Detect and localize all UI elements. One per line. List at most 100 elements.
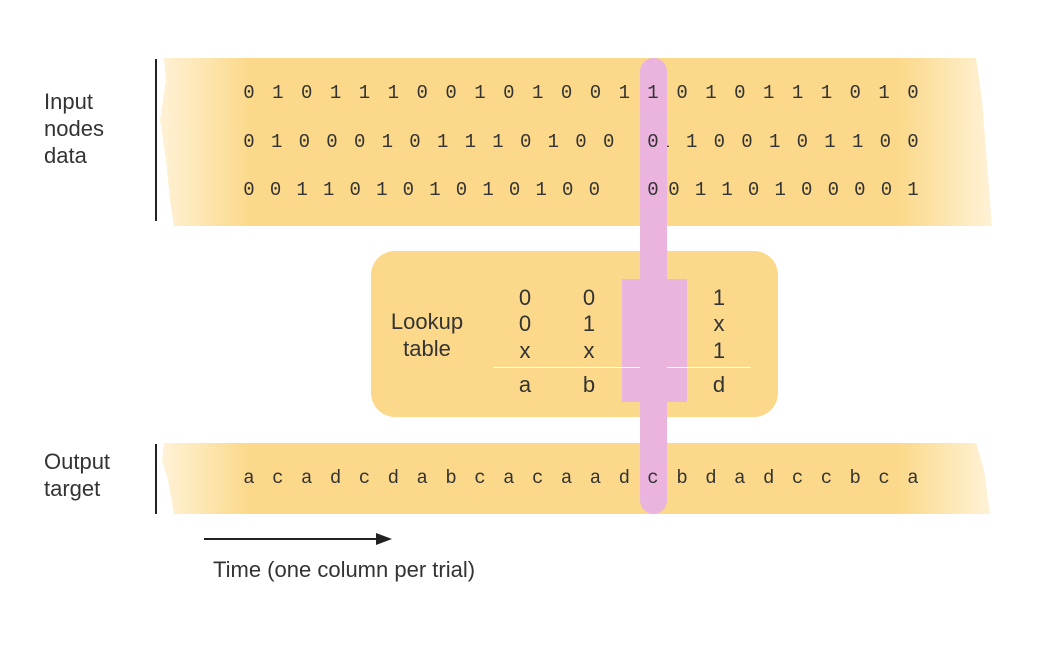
value-cell: 1	[721, 179, 733, 201]
value-cell: 1	[907, 179, 919, 201]
lookup-label-line: table	[403, 336, 451, 361]
value-cell: 1	[358, 82, 371, 104]
current-trial-highlight	[640, 58, 667, 514]
output-label-line: target	[44, 476, 101, 501]
value-cell: 0	[741, 131, 753, 153]
value-cell: d	[705, 467, 717, 489]
value-cell: a	[503, 467, 515, 489]
value-cell: 1	[272, 82, 284, 104]
value-cell: 1	[878, 82, 890, 104]
value-cell: 0	[301, 82, 313, 104]
lookup-input-cell: 1	[582, 311, 596, 336]
lookup-table-label: Lookup table	[379, 308, 475, 362]
value-cell: 0	[589, 82, 602, 104]
value-cell: 1	[685, 131, 698, 153]
value-cell: 0	[713, 131, 726, 153]
value-cell: 0	[455, 179, 468, 201]
value-cell: a	[416, 467, 428, 489]
value-cell: 0	[676, 82, 688, 104]
lookup-input-cell: 0	[518, 285, 532, 310]
output-band	[162, 443, 990, 514]
value-cell: a	[589, 467, 602, 489]
value-cell: 0	[854, 179, 866, 201]
value-cell: 0	[402, 179, 415, 201]
value-cell: 0	[801, 179, 813, 201]
value-cell: 1	[322, 179, 335, 201]
highlighted-value-cell: c	[647, 467, 659, 489]
value-cell: 0	[326, 131, 338, 153]
value-cell: a	[734, 467, 746, 489]
value-cell: 1	[694, 179, 707, 201]
value-cell: 0	[602, 131, 615, 153]
value-cell: 0	[353, 131, 366, 153]
value-cell: 1	[791, 82, 804, 104]
value-cell: 1	[531, 82, 544, 104]
value-cell: 0	[445, 82, 457, 104]
highlighted-value-cell: 1	[647, 82, 659, 104]
value-cell: 1	[270, 131, 283, 153]
value-cell: 1	[774, 179, 786, 201]
lookup-input-cell: 0	[518, 311, 532, 336]
value-cell: 1	[492, 131, 504, 153]
value-cell: c	[358, 467, 371, 489]
lookup-input-cell: x	[519, 338, 531, 363]
value-cell: 1	[381, 131, 394, 153]
value-cell: 0	[796, 131, 809, 153]
lookup-output-cell: b	[582, 372, 596, 397]
output-label-line: Output	[44, 449, 111, 474]
value-cell: 0	[588, 179, 600, 201]
value-cell: c	[531, 467, 544, 489]
input-label-line: data	[44, 143, 87, 168]
value-cell: 0	[349, 179, 361, 201]
input-axis-line	[155, 59, 157, 221]
value-cell: 0	[243, 179, 255, 201]
input-band	[160, 58, 992, 226]
value-cell: 0	[734, 82, 746, 104]
value-cell: 0	[243, 82, 255, 104]
time-axis-label: Time (one column per trial)	[213, 557, 476, 582]
value-cell: 0	[503, 82, 515, 104]
value-cell: c	[272, 467, 284, 489]
lookup-input-cell: x	[583, 338, 595, 363]
value-cell: 1	[824, 131, 836, 153]
value-cell: d	[618, 467, 630, 489]
value-cell: 0	[519, 131, 532, 153]
value-cell: d	[762, 467, 775, 489]
lookup-input-cell: 1	[712, 338, 726, 363]
value-cell: 0	[827, 179, 840, 201]
lookup-input-cell: 0	[582, 285, 596, 310]
value-cell: 1	[618, 82, 630, 104]
highlighted-value-cell: 0	[647, 131, 659, 153]
time-arrow-line	[204, 538, 380, 540]
input-label-line: nodes	[44, 116, 104, 141]
value-cell: 1	[705, 82, 717, 104]
value-cell: 0	[747, 179, 760, 201]
value-cell: 0	[907, 82, 919, 104]
value-cell: 1	[387, 82, 400, 104]
value-cell: 1	[547, 131, 560, 153]
value-cell: 1	[464, 131, 477, 153]
value-cell: 1	[482, 179, 494, 201]
lookup-output-cell: d	[712, 372, 726, 397]
value-cell: b	[849, 467, 861, 489]
value-cell: d	[329, 467, 342, 489]
value-cell: 1	[762, 82, 775, 104]
value-cell: 0	[298, 131, 311, 153]
value-cell: a	[907, 467, 919, 489]
value-cell: 0	[416, 82, 428, 104]
value-cell: a	[560, 467, 573, 489]
value-cell: 0	[409, 131, 421, 153]
value-cell: 1	[429, 179, 441, 201]
value-cell: 0	[849, 82, 861, 104]
value-cell: 0	[269, 179, 282, 201]
value-cell: 1	[851, 131, 864, 153]
value-cell: c	[474, 467, 486, 489]
value-cell: 0	[575, 131, 587, 153]
lookup-input-cell: x	[713, 311, 725, 336]
value-cell: 0	[560, 82, 573, 104]
lookup-separator	[493, 367, 751, 368]
value-cell: 0	[243, 131, 255, 153]
input-label-line: Input	[44, 89, 93, 114]
value-cell: 1	[376, 179, 388, 201]
